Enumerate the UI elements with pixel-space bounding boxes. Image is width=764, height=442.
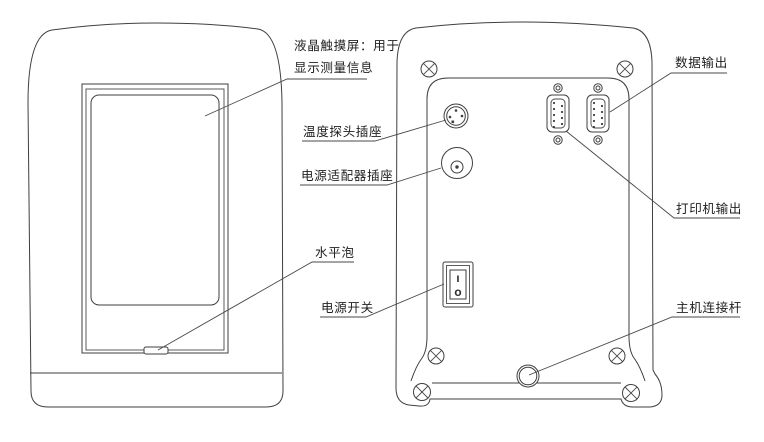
label-temp-probe: 温度探头插座 — [303, 124, 382, 139]
front-body-outline — [27, 22, 284, 408]
callout-labels: 液晶触摸屏：用于 显示测量信息 温度探头插座 电源适配器插座 水平泡 电源开关 … — [294, 38, 742, 315]
switch-on-mark: I — [456, 275, 459, 285]
screws — [413, 60, 640, 402]
label-level-bubble: 水平泡 — [315, 245, 355, 260]
label-host-rod: 主机连接杆 — [676, 300, 742, 315]
level-bubble — [143, 346, 169, 355]
back-inner-panel — [410, 77, 646, 382]
temp-probe-socket — [443, 103, 469, 129]
screw-bottom-inner-right — [608, 347, 626, 365]
leader-power-switch — [320, 283, 445, 318]
screw-foot-left — [413, 383, 431, 401]
label-lcd-line2: 显示测量信息 — [294, 60, 373, 75]
label-printer-output: 打印机输出 — [676, 201, 742, 216]
screw-top-right — [616, 60, 634, 78]
host-rod-port — [516, 364, 540, 388]
screen-bezel-inner — [85, 88, 225, 351]
label-power-adapter: 电源适配器插座 — [301, 168, 393, 183]
db9-printer-port — [546, 83, 570, 145]
back-body-outline — [395, 21, 663, 408]
db9-data-port — [586, 83, 610, 145]
power-switch-rocker: I O — [442, 261, 474, 308]
leader-lines — [157, 72, 740, 376]
leader-data-output — [609, 72, 727, 113]
screw-foot-right — [622, 384, 640, 402]
screw-top-left — [420, 60, 438, 78]
screen-bezel-outer — [81, 83, 229, 354]
leader-power-adapter — [300, 167, 442, 186]
back-view: I O — [395, 21, 663, 408]
leader-level-bubble — [157, 261, 354, 351]
leader-host-rod — [528, 316, 740, 376]
switch-off-mark: O — [454, 289, 461, 299]
leader-temp-probe — [302, 119, 447, 142]
label-data-output: 数据输出 — [675, 55, 728, 70]
label-lcd-line1: 液晶触摸屏：用于 — [294, 38, 400, 53]
label-power-switch: 电源开关 — [321, 300, 374, 315]
lcd-screen — [90, 94, 220, 306]
leader-printer-output — [565, 130, 740, 219]
screw-bottom-inner-left — [427, 347, 445, 365]
front-view — [27, 22, 284, 408]
leader-lcd — [204, 78, 367, 117]
power-adapter-socket — [441, 147, 473, 179]
